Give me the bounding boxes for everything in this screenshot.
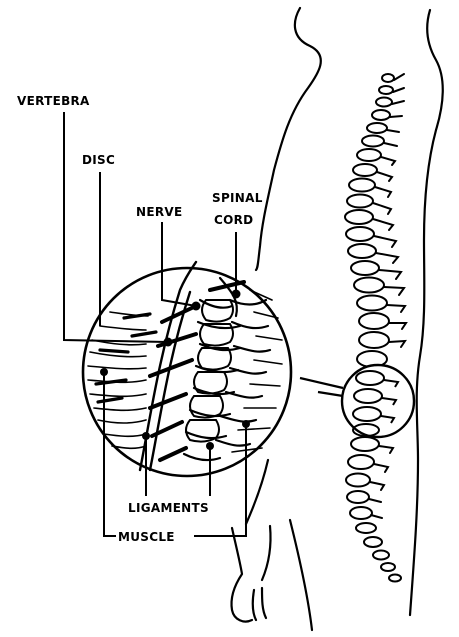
label-vertebra: VERTEBRA	[17, 94, 90, 108]
label-muscle: MUSCLE	[118, 530, 175, 544]
label-cord: CORD	[214, 213, 253, 227]
zoom-connector	[300, 378, 343, 396]
label-ligaments: LIGAMENTS	[128, 501, 209, 515]
label-nerve: NERVE	[136, 205, 182, 219]
spinal-column	[345, 74, 401, 582]
label-disc: DISC	[82, 153, 115, 167]
label-spinal: SPINAL	[212, 191, 263, 205]
